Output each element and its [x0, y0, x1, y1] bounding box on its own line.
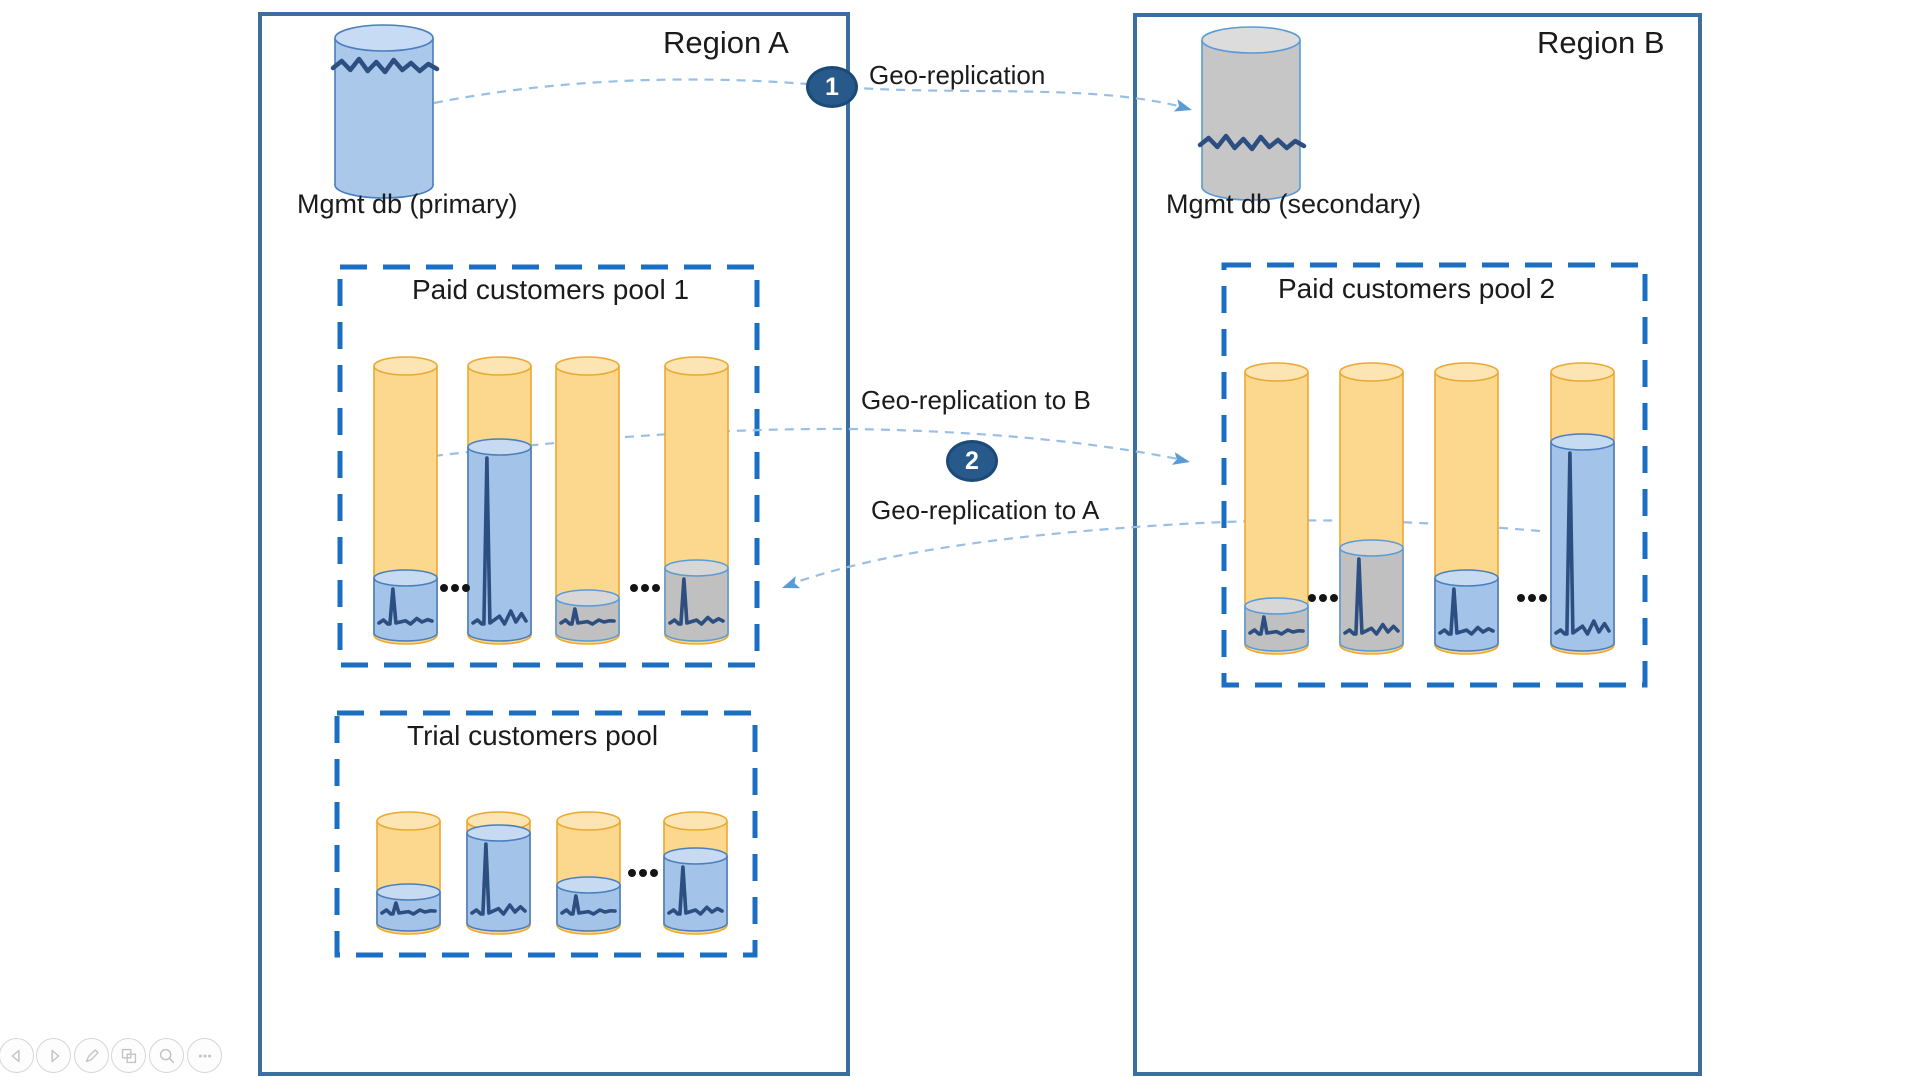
next-slide-button[interactable] [36, 1038, 71, 1073]
ellipsis-dot [440, 584, 448, 592]
previous-icon [11, 1049, 20, 1062]
paid-pool-2-box [1221, 262, 1648, 688]
db-usage-sparkline [1343, 557, 1400, 636]
paid-pool-2-cylinders [1244, 362, 1615, 655]
region-b-label: Region B [1537, 25, 1665, 60]
ellipsis-dot [630, 584, 638, 592]
geo-to-b-label: Geo-replication to B [861, 385, 1091, 415]
mgmt-db-secondary-cylinder [1201, 26, 1301, 201]
ellipsis-dot [628, 869, 636, 877]
trial-pool-box [334, 710, 758, 958]
db-usage-cylinder-gray [1339, 539, 1404, 652]
db-usage-sparkline [559, 607, 616, 626]
ellipsis-dot [451, 584, 459, 592]
db-usage-sparkline [1248, 615, 1305, 636]
ellipsis-dot [1330, 594, 1338, 602]
mgmt-db-secondary-label: Mgmt db (secondary) [1166, 189, 1422, 219]
primary-activity-wave [330, 56, 440, 75]
db-usage-cylinder-blue [556, 876, 621, 932]
geo-replication-arrow [433, 78, 1192, 112]
ellipsis-dot [1308, 594, 1316, 602]
db-usage-sparkline [1554, 451, 1611, 636]
paid-pool-1-cylinders [373, 356, 729, 645]
db-usage-cylinder-gray [1244, 597, 1309, 652]
step-1-badge: 1 [806, 66, 858, 108]
step-2-badge: 2 [946, 440, 998, 482]
arrow-head [1173, 99, 1192, 112]
ellipsis-dot [650, 869, 658, 877]
db-usage-sparkline [668, 577, 725, 626]
geo-replication-label: Geo-replication [869, 60, 1046, 90]
arrow-head [1172, 452, 1190, 465]
arrow-head [782, 576, 801, 589]
more-options-button[interactable] [187, 1038, 222, 1073]
db-usage-cylinder-blue [1434, 569, 1499, 652]
region-a-box [258, 12, 850, 1076]
more-icon [198, 1053, 211, 1058]
db-usage-sparkline [377, 587, 434, 626]
trial-pool-cylinders [376, 811, 728, 935]
paid-pool-1-title: Paid customers pool 1 [412, 274, 690, 305]
secondary-activity-wave [1197, 133, 1307, 152]
next-icon [50, 1049, 59, 1062]
ellipsis-dot [641, 584, 649, 592]
paid-pool-2-title: Paid customers pool 2 [1278, 273, 1556, 304]
region-b-box [1133, 13, 1702, 1076]
ellipsis-dot [1528, 594, 1536, 602]
db-usage-sparkline [560, 894, 617, 916]
db-usage-cylinder-gray [555, 589, 620, 642]
db-usage-cylinder-blue [467, 438, 532, 642]
db-usage-sparkline [380, 901, 437, 916]
geo-to-a-arrow [782, 519, 1541, 589]
db-usage-cylinder-blue [1550, 433, 1615, 652]
db-usage-sparkline [470, 842, 527, 916]
db-usage-sparkline [1438, 587, 1495, 636]
db-usage-cylinder-gray [664, 559, 729, 642]
db-usage-cylinder-blue [663, 847, 728, 932]
db-usage-sparkline [667, 865, 724, 916]
geo-to-b-arrow [433, 427, 1190, 465]
ellipsis-dot [652, 584, 660, 592]
prev-slide-button[interactable] [0, 1038, 34, 1073]
db-usage-sparkline [471, 456, 528, 626]
ellipsis-dot [462, 584, 470, 592]
mgmt-db-primary-cylinder [334, 24, 434, 199]
db-usage-cylinder-blue [373, 569, 438, 642]
ellipsis-dot [1517, 594, 1525, 602]
ellipsis-dot [1319, 594, 1327, 602]
all-slides-button[interactable] [111, 1038, 146, 1073]
mgmt-db-primary-label: Mgmt db (primary) [297, 189, 518, 219]
slides-icon [121, 1048, 136, 1063]
geo-to-a-label: Geo-replication to A [871, 495, 1100, 525]
db-usage-cylinder-blue [376, 883, 441, 932]
pen-icon [85, 1048, 99, 1062]
ellipsis-dot [639, 869, 647, 877]
db-usage-cylinder-blue [466, 824, 531, 932]
zoom-icon [159, 1048, 174, 1063]
trial-pool-title: Trial customers pool [407, 720, 659, 751]
paid-pool-1-box [337, 264, 760, 668]
pen-tools-button[interactable] [74, 1038, 109, 1073]
region-a-label: Region A [663, 25, 789, 60]
ellipsis-dot [1539, 594, 1547, 602]
zoom-button[interactable] [149, 1038, 184, 1073]
